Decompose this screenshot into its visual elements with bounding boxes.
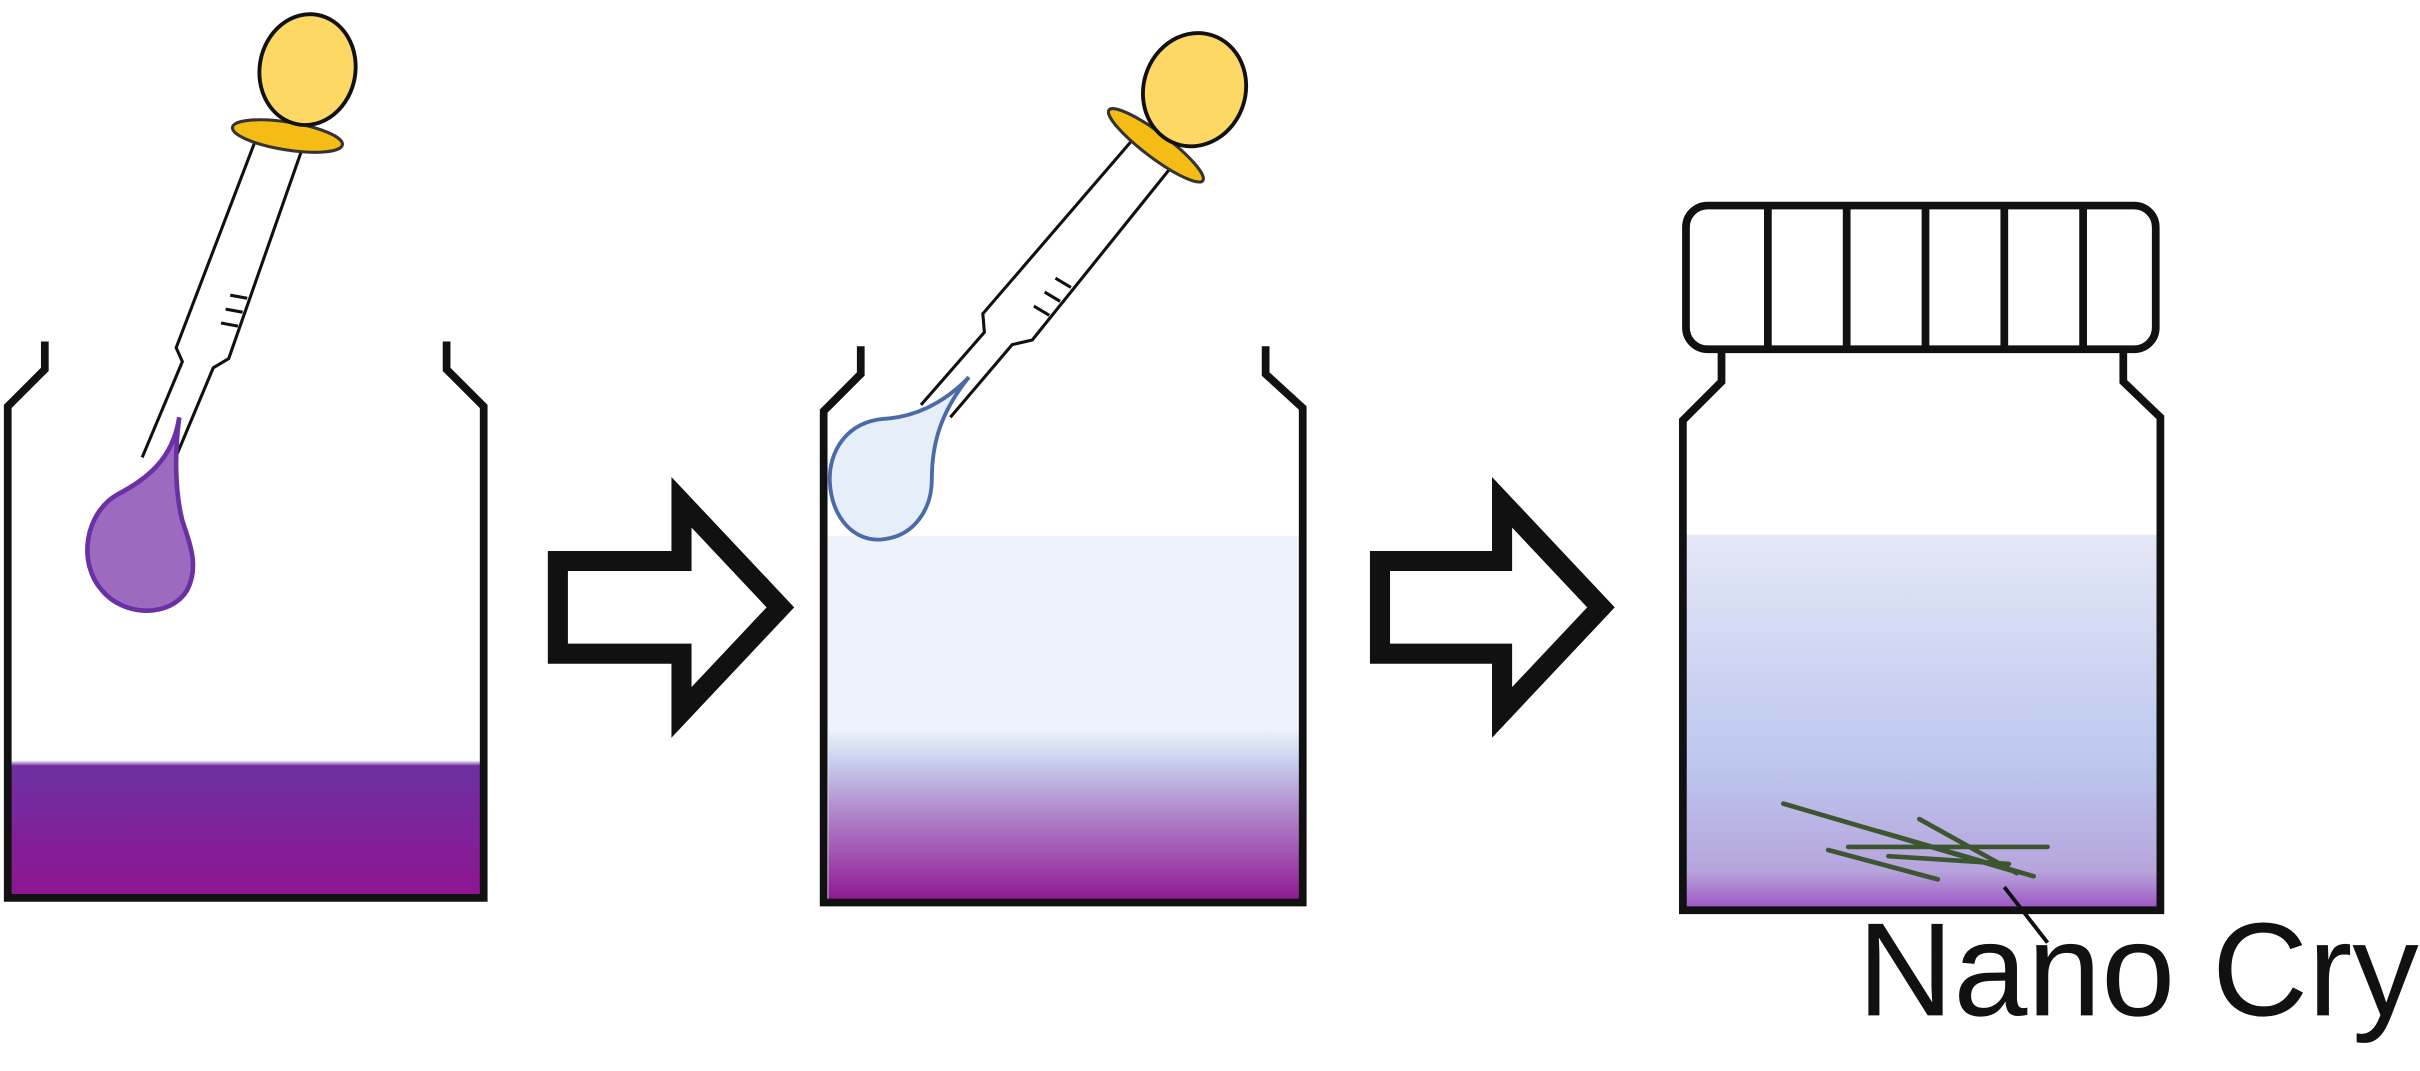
jar-body-outline <box>1679 352 2165 915</box>
pipette-1-scale-marks <box>220 293 248 328</box>
pipette-2-scale-marks <box>1033 276 1072 317</box>
pipette-2-tube <box>919 135 1173 419</box>
beaker-2 <box>819 346 1307 907</box>
pipette-1-tube <box>140 137 305 465</box>
jar-lid <box>1682 201 2160 354</box>
beaker-2-light-layer <box>828 536 1300 728</box>
crystal-jar <box>1679 201 2165 944</box>
jar-lid-ridges <box>1764 205 2087 350</box>
crystal-needle <box>1825 847 1941 882</box>
light-drop <box>827 375 971 542</box>
purple-drop <box>85 416 196 613</box>
pipette-2 <box>827 31 1249 542</box>
annotation-leader-line <box>2002 885 2050 944</box>
crystal-needle <box>1876 829 2036 879</box>
nano-crystals <box>1781 801 2050 882</box>
crystal-needle <box>1886 853 2012 867</box>
beaker-1-outline <box>3 341 488 902</box>
beaker-2-outline <box>819 346 1307 907</box>
pipette-1 <box>85 12 358 613</box>
beaker-1-dark-solution <box>9 760 481 897</box>
beaker-1 <box>3 341 488 902</box>
process-arrow-2 <box>1369 476 1615 738</box>
pipette-2-bulb <box>1140 31 1249 149</box>
nano-crystals-label: Nano Crystals <box>1857 896 2420 1044</box>
jar-liquid <box>1685 534 2158 909</box>
pipette-1-bulb <box>257 12 358 127</box>
process-arrow-1 <box>547 476 795 738</box>
beaker-2-diffusion-layer <box>828 727 1300 903</box>
